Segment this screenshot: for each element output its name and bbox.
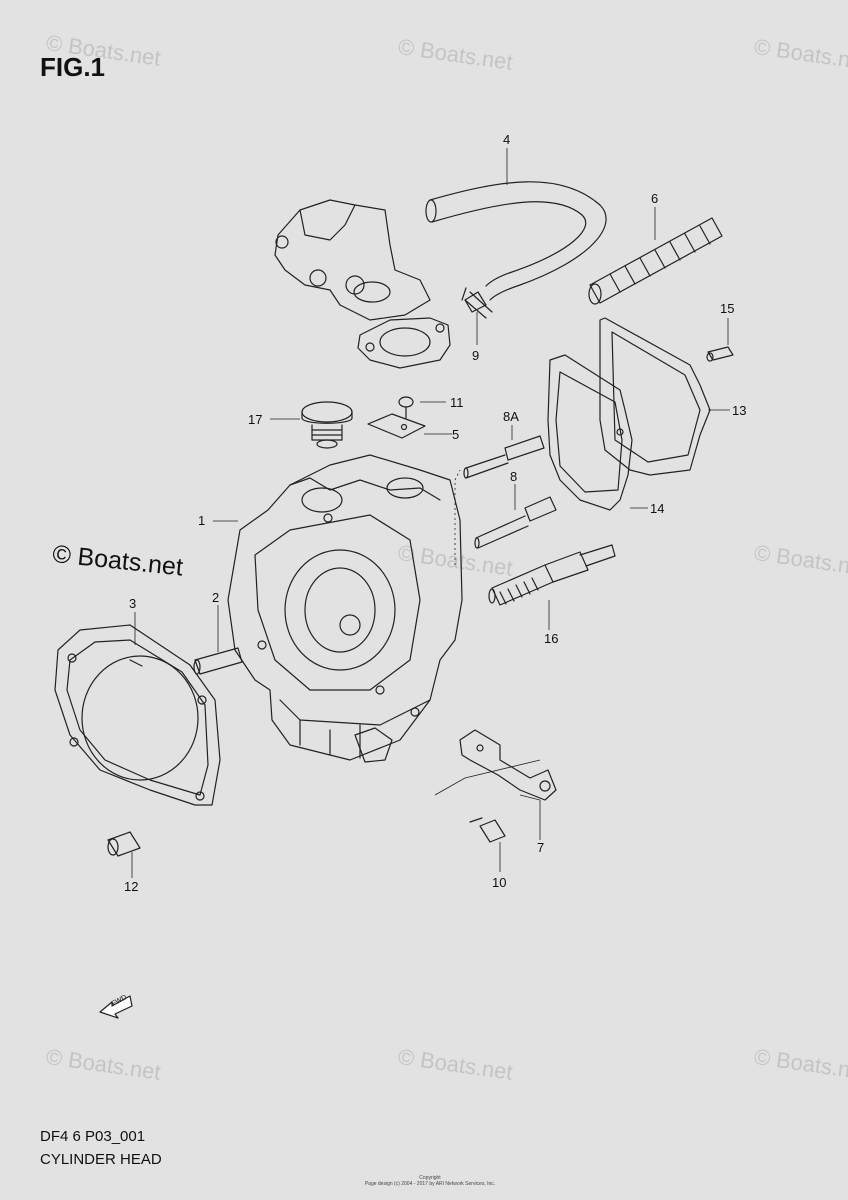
thermostat: [301, 401, 353, 449]
bracket: [459, 729, 557, 801]
callout-6: 6: [651, 191, 658, 206]
figure-label: FIG.1: [40, 52, 106, 82]
bolt-10: [469, 817, 506, 843]
callout-17: 17: [248, 412, 262, 427]
callout-11: 11: [450, 395, 464, 410]
hose-clip: [464, 291, 487, 313]
callout-12: 12: [124, 879, 138, 894]
callout-8: 8: [510, 469, 517, 484]
callout-5: 5: [452, 427, 459, 442]
callout-2: 2: [212, 590, 219, 605]
copyright-notice: Copyright Page design (c) 2004 - 2017 by…: [340, 1175, 520, 1187]
bolt-8: [474, 496, 557, 549]
bolt-15: [706, 346, 734, 362]
copyright-line-1: Copyright: [419, 1175, 441, 1181]
cylinder-head-gasket: [54, 624, 221, 806]
callout-15: 15: [720, 301, 734, 316]
bolt-8a: [463, 435, 545, 479]
cylinder-head: [227, 454, 463, 763]
callout-10: 10: [492, 875, 506, 890]
callout-8a: 8A: [503, 409, 519, 424]
callout-4: 4: [503, 132, 510, 147]
callout-3: 3: [129, 596, 136, 611]
dowel-12: [107, 831, 141, 857]
callout-14: 14: [650, 501, 664, 516]
callout-13: 13: [732, 403, 746, 418]
callout-1: 1: [198, 513, 205, 528]
copyright-line-2: Page design (c) 2004 - 2017 by ARI Netwo…: [364, 1181, 496, 1187]
callout-7: 7: [537, 840, 544, 855]
head-cover: [599, 317, 711, 476]
callout-labels: 1 2 3 4 5 6 7 8 8A 9 10 11 12 13 14 15 1…: [111, 132, 747, 1008]
diagram-code: DF4 6 P03_001: [40, 1128, 146, 1145]
cover-gasket: [357, 317, 451, 369]
water-hose: [425, 181, 607, 319]
plate-5: [367, 413, 426, 439]
spark-plug: [488, 544, 616, 606]
callout-16: 16: [544, 631, 558, 646]
head-cover-gasket: [547, 354, 633, 511]
thermostat-cover: [274, 199, 431, 321]
fwd-arrow-icon: [99, 995, 133, 1019]
callout-9: 9: [472, 348, 479, 363]
spiral-protector: [588, 217, 723, 305]
diagram-title: CYLINDER HEAD: [40, 1151, 162, 1168]
dowel-pin: [193, 647, 243, 675]
screw-11: [398, 396, 414, 419]
leader-lines: [131, 148, 730, 878]
